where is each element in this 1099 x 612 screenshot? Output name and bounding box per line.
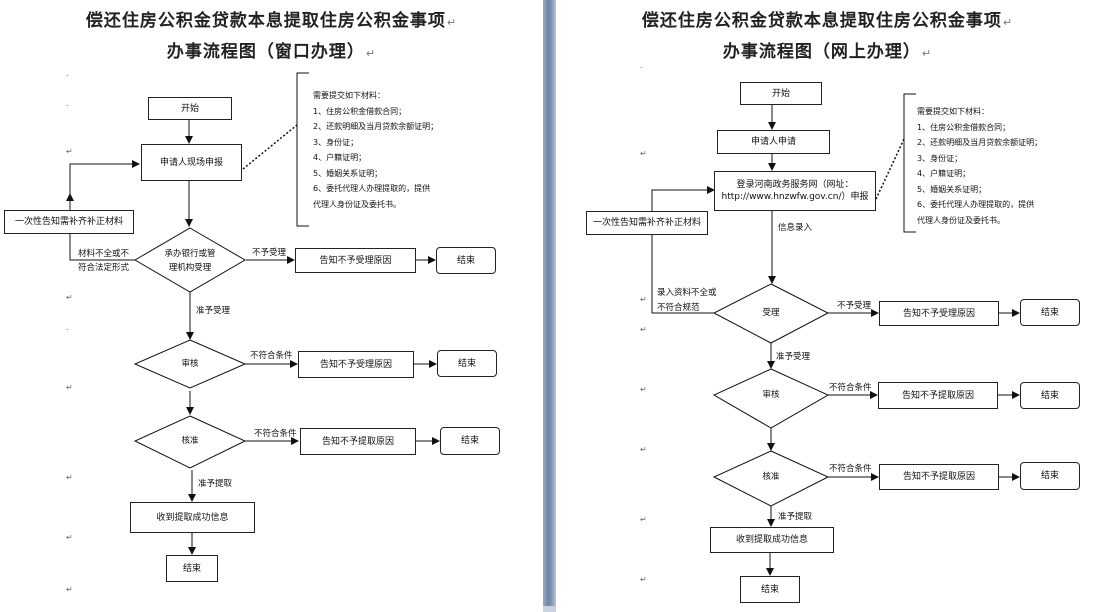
right-end-box-3: 结束 <box>1020 462 1080 490</box>
paragraph-mark: ↵ <box>640 295 647 304</box>
right-materials-list: 需要提交如下材料： 1、住房公积金借款合同； 2、还款明细及当月贷款余额证明； … <box>917 104 1042 228</box>
left-flow-lines <box>66 72 440 555</box>
paragraph-mark: . <box>66 323 69 332</box>
right-flow-lines <box>651 93 1020 576</box>
paragraph-mark: . <box>640 61 643 70</box>
paragraph-mark: ↵ <box>66 383 73 392</box>
left-approve-diamond: 核准 <box>181 436 199 446</box>
left-end-box-1: 结束 <box>436 247 496 274</box>
right-accept-diamond: 受理 <box>762 308 780 318</box>
materials-item: 需要提交如下材料： <box>917 107 989 116</box>
left-not-meet-2-label: 不符合条件 <box>254 429 297 439</box>
left-review-diamond: 审核 <box>181 359 199 369</box>
left-notify-reject-accept-box: 告知不予受理原因 <box>295 248 416 273</box>
right-title-line2: 办事流程图（网上办理）↵ <box>722 42 933 62</box>
left-page: 偿还住房公积金贷款本息提取住房公积金事项↵ 办事流程图（窗口办理）↵ 开始 申请… <box>0 0 543 612</box>
right-start-box: 开始 <box>740 82 822 105</box>
left-notify-reject-withdraw-box: 告知不予提取原因 <box>300 428 416 455</box>
left-supplement-box: 一次性告知需补齐补正材料 <box>4 210 134 234</box>
right-incomplete-line2: 不符合规范 <box>657 303 700 313</box>
right-notify-reject-box-1: 告知不予提取原因 <box>878 382 998 409</box>
left-reject-accept-label: 不予受理 <box>252 248 287 258</box>
left-apply-box: 申请人现场申报 <box>141 144 242 181</box>
right-incomplete-line1: 录入资料不全或 <box>657 288 717 298</box>
left-not-meet-1-label: 不符合条件 <box>250 351 293 361</box>
left-title-line2: 办事流程图（窗口办理）↵ <box>166 42 377 62</box>
right-login-line2: http://www.hnzwfw.gov.cn/）申报 <box>721 192 869 202</box>
materials-item: 5、婚姻关系证明； <box>313 168 383 178</box>
materials-item: 1、住房公积金借款合同； <box>917 122 1011 132</box>
materials-item: 5、婚姻关系证明； <box>917 184 987 194</box>
paragraph-mark: ↵ <box>640 385 647 394</box>
right-grant-accept-label: 准予受理 <box>776 352 811 362</box>
right-not-meet-1-label: 不符合条件 <box>829 383 872 393</box>
left-start-box: 开始 <box>148 97 232 120</box>
right-end-box-4: 结束 <box>740 576 800 603</box>
left-end-box-3: 结束 <box>440 427 500 455</box>
left-grant-accept-label: 准予受理 <box>196 306 231 316</box>
materials-item: 代理人身份证及委托书。 <box>917 215 1005 225</box>
paragraph-mark: ↵ <box>66 533 73 542</box>
bottom-strip <box>0 606 1099 612</box>
left-end-box-4: 结束 <box>166 555 218 582</box>
paragraph-mark: ↵ <box>66 147 73 156</box>
page-gutter <box>543 0 556 612</box>
right-notify-reject-box-2: 告知不予提取原因 <box>879 464 999 490</box>
paragraph-mark: ↵ <box>640 325 647 334</box>
paragraph-mark: ↵ <box>66 473 73 482</box>
right-supplement-box: 一次性告知需补齐补正材料 <box>586 211 708 235</box>
materials-item: 6、委托代理人办理提取的，提供 <box>917 200 1035 209</box>
right-not-meet-2-label: 不符合条件 <box>829 464 872 474</box>
right-notify-reject-accept-box: 告知不予受理原因 <box>879 301 999 326</box>
paragraph-mark: ↵ <box>640 445 647 454</box>
right-login-box: 登录河南政务服务网（网址： http://www.hnzwfw.gov.cn/）… <box>714 171 876 211</box>
right-page: 偿还住房公积金贷款本息提取住房公积金事项↵ 办事流程图（网上办理）↵ 开始 申请… <box>556 0 1099 612</box>
right-receive-success-box: 收到提取成功信息 <box>710 527 834 553</box>
left-title-line1: 偿还住房公积金贷款本息提取住房公积金事项↵ <box>85 11 458 31</box>
paragraph-mark: ↵ <box>66 293 73 302</box>
materials-item: 代理人身份证及委托书。 <box>313 199 401 209</box>
right-info-entry-label: 信息录入 <box>778 223 813 233</box>
materials-item: 3、身份证； <box>917 153 963 163</box>
left-end-box-2: 结束 <box>437 350 497 377</box>
paragraph-mark: . <box>66 99 69 108</box>
paragraph-mark: ↵ <box>640 149 647 158</box>
materials-item: 3、身份证； <box>313 137 359 147</box>
paragraph-mark: ↵ <box>66 585 73 594</box>
left-incomplete-line2: 符合法定形式 <box>78 263 130 273</box>
right-grant-withdraw-label: 准予提取 <box>778 512 813 522</box>
right-review-diamond: 审核 <box>762 390 780 400</box>
left-receive-success-box: 收到提取成功信息 <box>130 502 255 533</box>
materials-item: 需要提交如下材料： <box>313 91 385 100</box>
right-end-box-2: 结束 <box>1020 382 1080 409</box>
right-apply-box: 申请人申请 <box>717 130 830 154</box>
right-reject-accept-label: 不予受理 <box>837 301 872 311</box>
right-end-box-1: 结束 <box>1020 299 1080 326</box>
paragraph-mark: ↵ <box>640 515 647 524</box>
left-accept-decision-line2: 理机构受理 <box>168 263 212 273</box>
materials-item: 1、住房公积金借款合同； <box>313 106 407 116</box>
left-incomplete-line1: 材料不全或不 <box>78 249 130 259</box>
materials-item: 2、还款明细及当月贷款余额证明； <box>917 138 1043 147</box>
materials-item: 4、户籍证明； <box>917 169 971 178</box>
materials-item: 6、委托代理人办理提取的，提供 <box>313 184 431 193</box>
right-title-line1: 偿还住房公积金贷款本息提取住房公积金事项↵ <box>641 11 1014 31</box>
left-notify-reject-accept-box-2: 告知不予受理原因 <box>298 351 414 378</box>
materials-item: 2、还款明细及当月贷款余额证明； <box>313 122 439 131</box>
right-login-line1: 登录河南政务服务网（网址： <box>736 180 854 190</box>
paragraph-mark: . <box>66 69 69 78</box>
left-accept-decision-line1: 承办银行或管 <box>164 249 216 259</box>
right-approve-diamond: 核准 <box>762 472 780 482</box>
materials-item: 4、户籍证明； <box>313 153 367 162</box>
left-grant-withdraw-label: 准予提取 <box>198 479 233 489</box>
left-materials-list: 需要提交如下材料： 1、住房公积金借款合同； 2、还款明细及当月贷款余额证明； … <box>313 88 438 212</box>
paragraph-mark: ↵ <box>640 575 647 584</box>
